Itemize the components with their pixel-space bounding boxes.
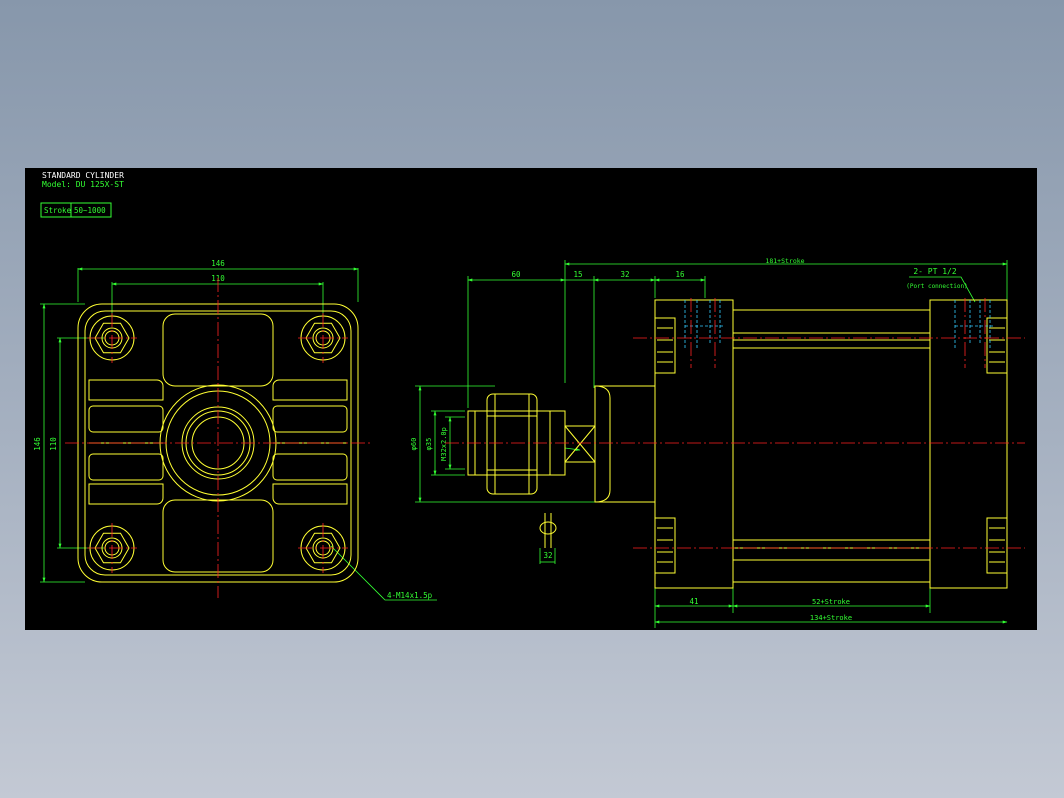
dim-134: 134+Stroke	[810, 614, 852, 622]
side-view: 181+Stroke 60 15 32 16 2- PT 1/2 (Port c…	[410, 257, 1025, 628]
thread-note: 4-M14x1.5p	[387, 591, 433, 600]
dim-wrench: 32	[543, 551, 552, 560]
cad-viewport[interactable]: STANDARD CYLINDER Model: DU 125X-ST Stro…	[25, 168, 1037, 630]
cylinder-drawing: STANDARD CYLINDER Model: DU 125X-ST Stro…	[33, 171, 1025, 628]
dim-height-outer: 146	[33, 437, 42, 451]
front-view: 146 110 146 110 4-M14x1.5p	[33, 259, 437, 601]
dim-15: 15	[573, 270, 582, 279]
side-dimensions	[415, 260, 1008, 628]
dim-41: 41	[689, 597, 698, 606]
dim-dia-35: φ35	[425, 438, 433, 451]
dim-32: 32	[620, 270, 629, 279]
dim-rod-ext: 60	[511, 270, 521, 279]
stroke-box	[40, 202, 112, 218]
title-line-1: STANDARD CYLINDER	[42, 171, 124, 180]
dim-height-bolt: 110	[49, 437, 58, 451]
dim-52: 52+Stroke	[812, 598, 850, 606]
port-note: (Port connection)	[906, 283, 967, 290]
side-body	[467, 299, 1008, 589]
dim-dia-60: φ60	[410, 438, 418, 451]
stroke-range: 50~1000	[74, 206, 106, 215]
dim-overall: 181+Stroke	[765, 257, 804, 265]
dim-width-outer: 146	[211, 259, 225, 268]
title-block: STANDARD CYLINDER Model: DU 125X-ST Stro…	[40, 171, 124, 218]
front-dimensions	[40, 267, 437, 601]
port-label: 2- PT 1/2	[913, 267, 957, 276]
hidden-ports	[684, 300, 995, 348]
front-centerlines	[65, 278, 370, 598]
dim-16: 16	[675, 270, 685, 279]
dim-thread: M32x2.0p	[440, 427, 448, 461]
stroke-label: Stroke	[44, 206, 72, 215]
side-centerlines	[445, 298, 1025, 549]
title-line-2: Model: DU 125X-ST	[42, 180, 124, 189]
